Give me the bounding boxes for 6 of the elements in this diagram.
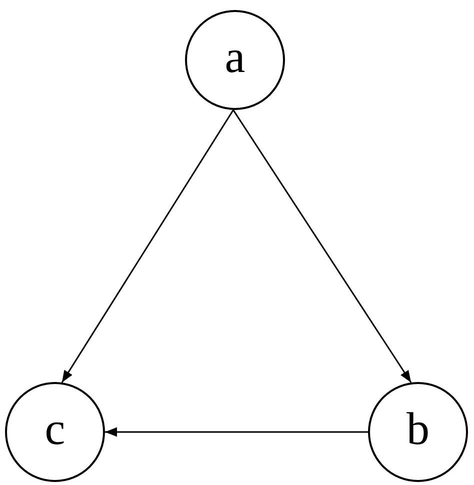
node-label: a <box>224 34 246 80</box>
arrow <box>61 110 234 383</box>
node-label: b <box>406 406 430 452</box>
arrow <box>105 427 368 437</box>
node-label: c <box>44 406 66 452</box>
arrow <box>232 110 412 383</box>
